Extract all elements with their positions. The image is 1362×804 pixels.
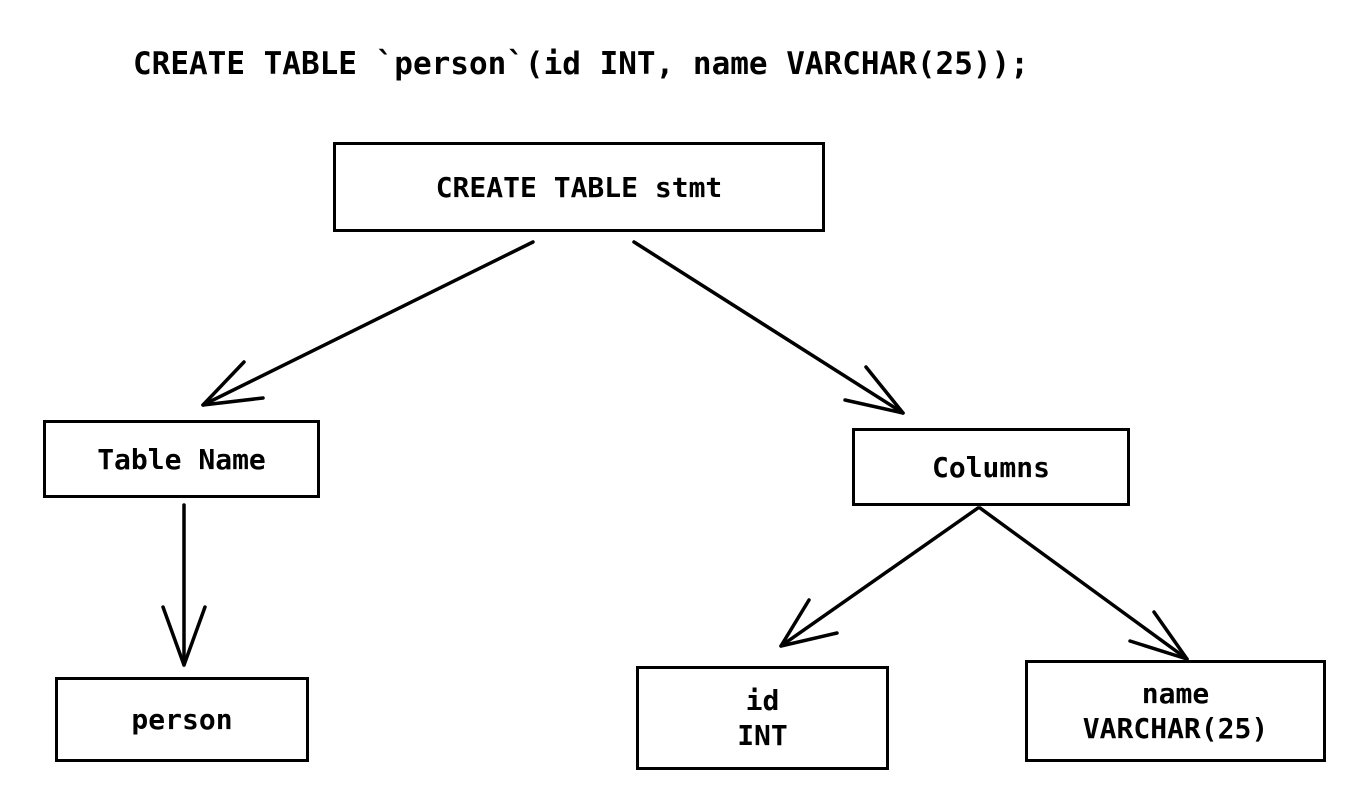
column-type: VARCHAR(25) <box>1082 712 1269 745</box>
node-label: person <box>131 703 233 736</box>
node-table-name: Table Name <box>43 420 320 498</box>
node-label: Columns <box>931 450 1050 484</box>
node-create-table-stmt: CREATE TABLE stmt <box>333 142 825 232</box>
edge-root-to-table-name <box>201 240 535 407</box>
edge-columns-to-name <box>978 506 1189 661</box>
column-name: id <box>745 684 780 717</box>
edge-root-to-columns <box>632 240 905 415</box>
column-name: name <box>1141 677 1210 710</box>
node-column-id: id INT <box>636 666 889 770</box>
edge-table-name-to-person <box>161 503 207 667</box>
node-person: person <box>55 677 309 762</box>
column-type: INT <box>737 719 788 752</box>
edge-columns-to-id <box>779 506 980 648</box>
node-label: Table Name <box>97 442 266 476</box>
sql-statement: CREATE TABLE `person`(id INT, name VARCH… <box>133 46 1029 82</box>
node-columns: Columns <box>852 428 1130 506</box>
node-column-name: name VARCHAR(25) <box>1025 660 1326 762</box>
node-label: CREATE TABLE stmt <box>435 170 723 204</box>
